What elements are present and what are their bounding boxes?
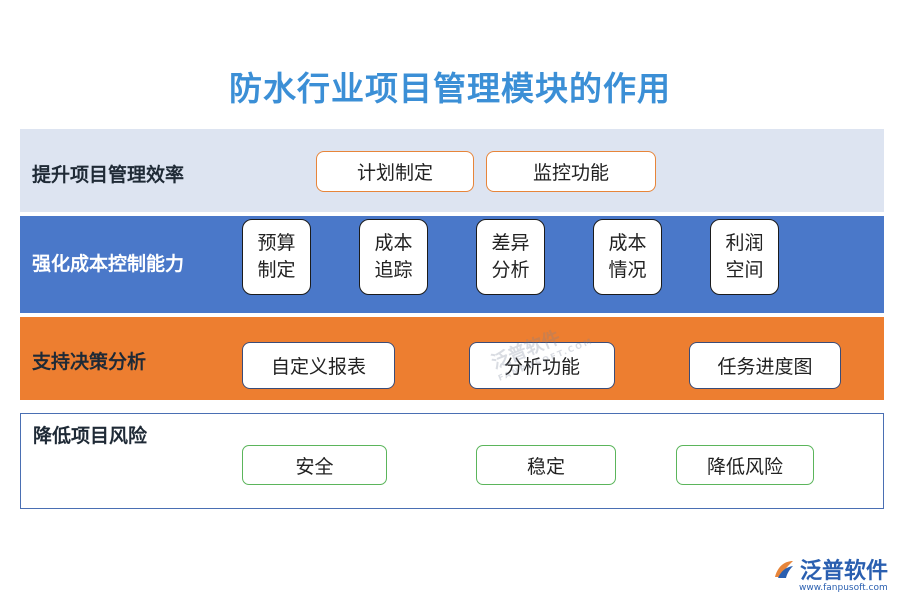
brand-name: 泛普软件	[799, 559, 888, 584]
band-label: 降低项目风险	[33, 425, 148, 447]
box-analysis: 分析功能	[469, 342, 615, 389]
brand-url: www.fanpusoft.com	[798, 583, 888, 593]
box-profit: 利润 空间	[710, 219, 779, 295]
band-efficiency: 提升项目管理效率 计划制定 监控功能	[20, 129, 884, 212]
band-decision: 支持决策分析 自定义报表 分析功能 任务进度图	[20, 317, 884, 400]
band-cost-control: 强化成本控制能力 预算 制定 成本 追踪 差异 分析 成本 情况 利润 空间	[20, 216, 884, 313]
box-reduce-risk: 降低风险	[676, 445, 814, 485]
box-custom-report: 自定义报表	[242, 342, 395, 389]
band-label: 提升项目管理效率	[32, 164, 185, 186]
box-monitor: 监控功能	[486, 151, 656, 192]
box-cost-tracking: 成本 追踪	[359, 219, 428, 295]
page-title: 防水行业项目管理模块的作用	[229, 69, 671, 108]
band-label: 支持决策分析	[32, 351, 147, 373]
box-cost-status: 成本 情况	[593, 219, 662, 295]
brand-logo: 泛普软件 www.fanpusoft.com	[772, 553, 888, 593]
brand-logo-icon	[774, 561, 793, 578]
box-budget: 预算 制定	[242, 219, 311, 295]
box-stability: 稳定	[476, 445, 616, 485]
box-plan: 计划制定	[316, 151, 474, 192]
band-risk: 降低项目风险 安全 稳定 降低风险	[20, 413, 884, 509]
band-label: 强化成本控制能力	[32, 253, 185, 275]
box-safety: 安全	[242, 445, 387, 485]
box-progress-chart: 任务进度图	[689, 342, 841, 389]
box-variance: 差异 分析	[476, 219, 545, 295]
